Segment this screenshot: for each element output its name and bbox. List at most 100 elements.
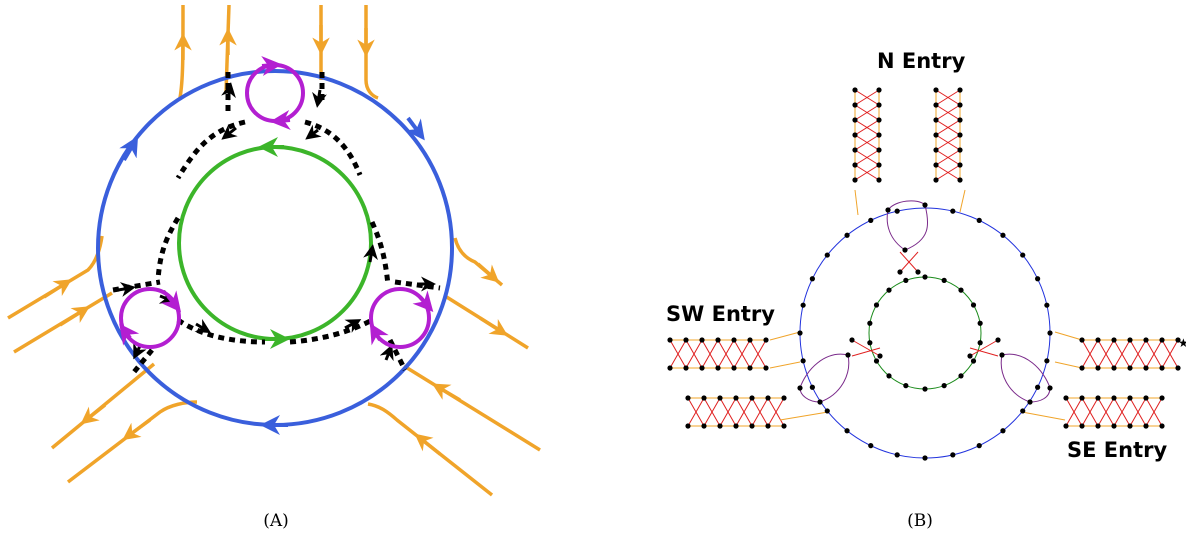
lattice-node bbox=[749, 395, 755, 401]
merge-node bbox=[1047, 385, 1053, 391]
inner-ring-node bbox=[970, 358, 977, 364]
lattice-link-sw2 bbox=[719, 397, 737, 427]
lattice-node bbox=[957, 102, 963, 108]
lattice-link-se1 bbox=[1145, 339, 1163, 369]
outer-ring-node bbox=[922, 455, 928, 461]
inner-ring-node bbox=[873, 358, 880, 364]
outer-ring-arrows bbox=[119, 116, 425, 435]
label-sw-entry: SW Entry bbox=[666, 302, 775, 326]
merge-node bbox=[922, 202, 928, 208]
inner-ring-node bbox=[941, 277, 947, 283]
lattice-node bbox=[733, 423, 739, 429]
outer-ring-node bbox=[1035, 384, 1041, 390]
lattice-node bbox=[683, 365, 689, 371]
road-n-in-2 bbox=[364, 5, 379, 100]
lattice-node bbox=[781, 423, 787, 429]
lattice-link-sw2 bbox=[703, 397, 721, 427]
outer-ring-node bbox=[1020, 408, 1026, 414]
lattice-node bbox=[1143, 423, 1149, 429]
lattice-node bbox=[1127, 395, 1133, 401]
lattice-node bbox=[1143, 395, 1149, 401]
merge-loops bbox=[799, 200, 1051, 403]
lattice-link-sw1 bbox=[701, 339, 719, 369]
inner-ring-node bbox=[867, 320, 873, 326]
lattice-node bbox=[852, 87, 858, 93]
ring-nodes bbox=[667, 87, 1181, 461]
lattice-node bbox=[699, 337, 705, 343]
lattice-node bbox=[876, 117, 882, 123]
lattice-link-sw1 bbox=[749, 339, 767, 369]
lattice-node bbox=[765, 395, 771, 401]
merge-circle-north bbox=[245, 63, 305, 123]
outer-ring-node bbox=[894, 208, 900, 214]
outer-ring-node bbox=[844, 232, 850, 238]
lattice-node bbox=[683, 337, 689, 343]
outer-ring-node bbox=[797, 330, 803, 336]
lattice-node bbox=[731, 337, 737, 343]
outer-ring-node bbox=[894, 452, 900, 458]
lattice-link-sw1 bbox=[685, 339, 703, 369]
lattice-link-sw2 bbox=[751, 397, 769, 427]
lattice-link-n2 bbox=[935, 104, 961, 121]
lattice-node bbox=[1143, 365, 1149, 371]
lattice-link-n1 bbox=[854, 164, 880, 181]
lattice-link-n1 bbox=[854, 104, 880, 121]
lattice-node bbox=[957, 162, 963, 168]
outer-ring-node bbox=[868, 443, 874, 449]
outer-ring-node bbox=[950, 452, 956, 458]
outer-ring-node bbox=[800, 302, 806, 308]
lattice-node bbox=[667, 337, 673, 343]
lattice-node bbox=[1079, 395, 1085, 401]
outer-ring-node bbox=[1044, 358, 1050, 364]
lattice-link-se1 bbox=[1097, 339, 1115, 369]
lattice-node bbox=[933, 132, 939, 138]
lattice-link-n2 bbox=[935, 119, 961, 136]
inner-ring-node bbox=[922, 386, 928, 392]
lattice-node bbox=[1159, 423, 1165, 429]
lattice-node bbox=[749, 423, 755, 429]
lattice-node bbox=[1095, 395, 1101, 401]
merge-node bbox=[995, 337, 1001, 343]
caption-a: (A) bbox=[263, 511, 289, 531]
road-se-out-1-arrow bbox=[476, 262, 500, 283]
lattice-link-n1 bbox=[854, 149, 880, 166]
merge-circle-southwest bbox=[119, 287, 181, 349]
lattice-node bbox=[747, 365, 753, 371]
lattice-node bbox=[876, 102, 882, 108]
merge-circle-southeast bbox=[369, 287, 431, 349]
outer-ring-node bbox=[809, 384, 815, 390]
outer-ring-node bbox=[844, 428, 850, 434]
lattice-node bbox=[957, 117, 963, 123]
lattice-node bbox=[685, 395, 691, 401]
lattice-node bbox=[852, 132, 858, 138]
lattice-node bbox=[1095, 423, 1101, 429]
inner-ring-arrows bbox=[258, 137, 290, 349]
inner-ring-node bbox=[922, 274, 928, 280]
label-n-entry: N Entry bbox=[877, 49, 966, 73]
merge-node bbox=[849, 337, 855, 343]
outer-ring-node bbox=[1000, 232, 1006, 238]
entry-roads bbox=[7, 4, 541, 497]
label-se-entry: SE Entry bbox=[1067, 438, 1167, 462]
lattice-node bbox=[876, 147, 882, 153]
road-sw-in-2-arrow bbox=[59, 306, 90, 327]
lattice-link-se2 bbox=[1097, 397, 1115, 427]
lattice-link-sw1 bbox=[669, 339, 687, 369]
outer-ring-node bbox=[809, 276, 815, 282]
lattice-node bbox=[715, 337, 721, 343]
lattice-link-n2 bbox=[935, 89, 961, 106]
lattice-node bbox=[685, 423, 691, 429]
lattice-node bbox=[1127, 337, 1133, 343]
inner-ring-node bbox=[977, 320, 983, 326]
lattice-link-se2 bbox=[1145, 397, 1163, 427]
lattice-node bbox=[701, 423, 707, 429]
lattice-node bbox=[933, 177, 939, 183]
lattice-link-n2 bbox=[935, 149, 961, 166]
lattice-node bbox=[1111, 423, 1117, 429]
outer-ring-b bbox=[799, 207, 1051, 459]
merge-node bbox=[967, 353, 973, 359]
lattice-node bbox=[957, 87, 963, 93]
lattice-node bbox=[876, 162, 882, 168]
lattice-link-sw2 bbox=[687, 397, 705, 427]
lattice-node bbox=[876, 132, 882, 138]
